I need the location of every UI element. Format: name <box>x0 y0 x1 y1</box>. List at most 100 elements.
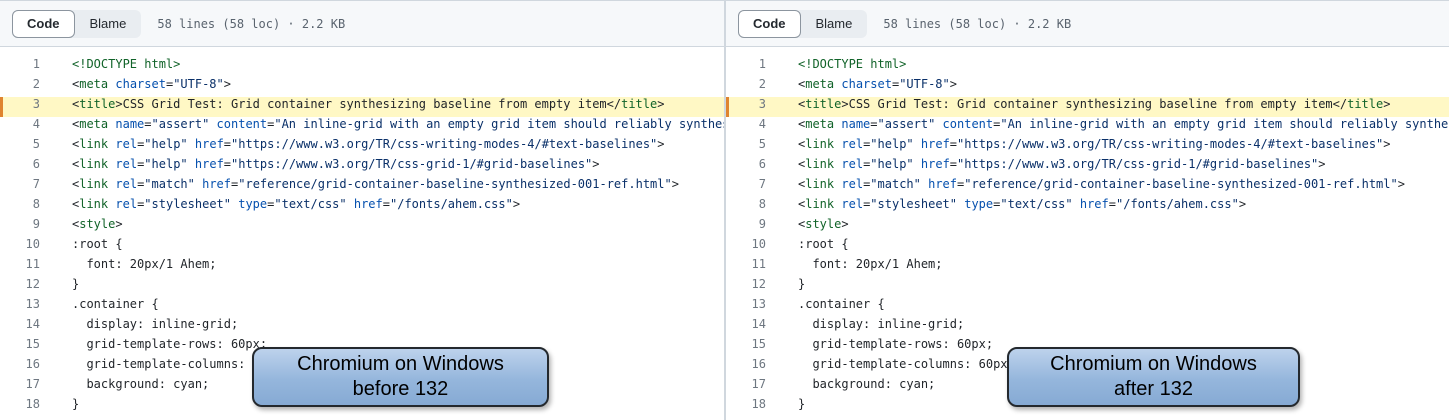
code-line: 9<style> <box>726 217 1449 237</box>
code-text: <link rel="match" href="reference/grid-c… <box>72 177 679 191</box>
code-text: <link rel="help" href="https://www.w3.or… <box>798 137 1391 151</box>
line-number[interactable]: 5 <box>758 137 766 151</box>
line-number[interactable]: 11 <box>751 257 766 271</box>
line-number[interactable]: 8 <box>32 197 40 211</box>
code-line: 7<link rel="match" href="reference/grid-… <box>726 177 1449 197</box>
code-listing: 1<!DOCTYPE html>2<meta charset="UTF-8">3… <box>0 47 724 417</box>
file-header: Code Blame 58 lines (58 loc) · 2.2 KB <box>0 1 724 47</box>
code-line: 5 <link rel="help" href="https://www.w3.o… <box>726 137 1449 157</box>
code-text: font: 20px/1 Ahem; <box>72 257 217 271</box>
line-number[interactable]: 6 <box>758 157 766 171</box>
code-line: 8 <link rel="stylesheet" type="text/css" … <box>726 197 1449 217</box>
line-number[interactable]: 2 <box>32 77 40 91</box>
code-text: <link rel="stylesheet" type="text/css" h… <box>72 197 521 211</box>
callout-text-line: Chromium on Windows <box>1050 353 1257 375</box>
line-number[interactable]: 6 <box>32 157 40 171</box>
line-number[interactable]: 4 <box>32 117 40 131</box>
code-line-highlighted: 3 <title>CSS Grid Test: Grid container sy… <box>0 97 724 117</box>
code-text: background: cyan; <box>72 377 210 391</box>
callout-before-132: Chromium on Windows before 132 <box>252 347 549 407</box>
code-text: } <box>798 397 806 411</box>
code-line: 14 display: inline-grid; <box>726 317 1449 337</box>
code-text: font: 20px/1 Ahem; <box>798 257 943 271</box>
line-number[interactable]: 17 <box>25 377 40 391</box>
line-number[interactable]: 7 <box>32 177 40 191</box>
code-line: 11 font: 20px/1 Ahem; <box>726 257 1449 277</box>
code-line: 12} <box>0 277 724 297</box>
code-text: <!DOCTYPE html> <box>798 57 907 71</box>
code-line: 18} <box>726 397 1449 417</box>
code-text: <style> <box>72 217 123 231</box>
line-number[interactable]: 10 <box>25 237 40 251</box>
code-line: 7 <link rel="match" href="reference/grid-… <box>0 177 724 197</box>
line-number[interactable]: 13 <box>751 297 766 311</box>
callout-text-line: Chromium on Windows <box>297 353 504 375</box>
line-number[interactable]: 16 <box>751 357 766 371</box>
code-text: grid-template-rows: 60px; <box>798 337 994 351</box>
code-text: } <box>798 277 806 291</box>
line-number[interactable]: 14 <box>751 317 766 331</box>
file-meta: 58 lines (58 loc) · 2.2 KB <box>883 16 1072 31</box>
code-text: .container { <box>798 297 885 311</box>
code-blame-toggle: Code Blame <box>12 9 142 38</box>
code-line: 10 :root { <box>0 237 724 257</box>
line-number[interactable]: 14 <box>25 317 40 331</box>
code-line: 13.container { <box>0 297 724 317</box>
line-number[interactable]: 15 <box>751 337 766 351</box>
code-line-highlighted: 3 <title>CSS Grid Test: Grid container sy… <box>726 97 1449 117</box>
code-panel-after: Code Blame 58 lines (58 loc) · 2.2 KB 1 <… <box>725 1 1449 420</box>
line-number[interactable]: 5 <box>32 137 40 151</box>
file-meta: 58 lines (58 loc) · 2.2 KB <box>157 16 346 31</box>
code-text: <title>CSS Grid Test: Grid container syn… <box>798 97 1391 111</box>
code-line: 17 background: cyan; <box>726 377 1449 397</box>
code-text: <link rel="help" href="https://www.w3.or… <box>798 157 1326 171</box>
line-number[interactable]: 18 <box>25 397 40 411</box>
code-text: <title>CSS Grid Test: Grid container syn… <box>72 97 665 111</box>
code-text: :root { <box>798 237 849 251</box>
line-number[interactable]: 16 <box>25 357 40 371</box>
code-line: 4 <meta name="assert" content="An inline-… <box>0 117 724 137</box>
code-line: 2<meta charset="UTF-8"> <box>726 77 1449 97</box>
code-blame-toggle: Code Blame <box>738 9 868 38</box>
code-line: 5<link rel="help" href="https://www.w3.o… <box>0 137 724 157</box>
file-header: Code Blame 58 lines (58 loc) · 2.2 KB <box>726 1 1449 47</box>
code-line: 8 <link rel="stylesheet" type="text/css" … <box>0 197 724 217</box>
line-number[interactable]: 12 <box>751 277 766 291</box>
code-line: 2<meta charset="UTF-8"> <box>0 77 724 97</box>
line-number[interactable]: 15 <box>25 337 40 351</box>
line-number[interactable]: 1 <box>758 57 766 71</box>
line-number[interactable]: 12 <box>25 277 40 291</box>
line-number[interactable]: 10 <box>751 237 766 251</box>
code-line: 6 <link rel="help" href="https://www.w3.o… <box>726 157 1449 177</box>
code-line: 4 <meta name="assert" content="An inline-… <box>726 117 1449 137</box>
code-line: 6 <link rel="help" href="https://www.w3.o… <box>0 157 724 177</box>
line-number[interactable]: 2 <box>758 77 766 91</box>
line-number[interactable]: 1 <box>32 57 40 71</box>
tab-code[interactable]: Code <box>738 9 801 38</box>
code-line: 1<!DOCTYPE html> <box>0 57 724 77</box>
code-line: 18} <box>0 397 724 417</box>
code-text: <link rel="stylesheet" type="text/css" h… <box>798 197 1247 211</box>
line-number[interactable]: 4 <box>758 117 766 131</box>
tab-blame[interactable]: Blame <box>75 10 142 38</box>
code-text: <meta name="assert" content="An inline-g… <box>798 117 1449 131</box>
callout-after-132: Chromium on Windows after 132 <box>1007 347 1300 407</box>
line-number[interactable]: 9 <box>758 217 766 231</box>
code-line: 13 .container { <box>726 297 1449 317</box>
line-number[interactable]: 13 <box>25 297 40 311</box>
line-number[interactable]: 3 <box>758 97 766 111</box>
code-panel-before: Code Blame 58 lines (58 loc) · 2.2 KB 1<… <box>0 1 725 420</box>
line-number[interactable]: 11 <box>25 257 40 271</box>
code-text: <meta name="assert" content="An inline-g… <box>72 117 724 131</box>
tab-code[interactable]: Code <box>12 9 75 38</box>
line-number[interactable]: 9 <box>32 217 40 231</box>
code-text: :root { <box>72 237 123 251</box>
tab-blame[interactable]: Blame <box>801 10 868 38</box>
line-number[interactable]: 3 <box>32 97 40 111</box>
line-number[interactable]: 7 <box>758 177 766 191</box>
code-text: <link rel="help" href="https://www.w3.or… <box>72 157 600 171</box>
line-number[interactable]: 17 <box>751 377 766 391</box>
line-number[interactable]: 18 <box>751 397 766 411</box>
line-number[interactable]: 8 <box>758 197 766 211</box>
